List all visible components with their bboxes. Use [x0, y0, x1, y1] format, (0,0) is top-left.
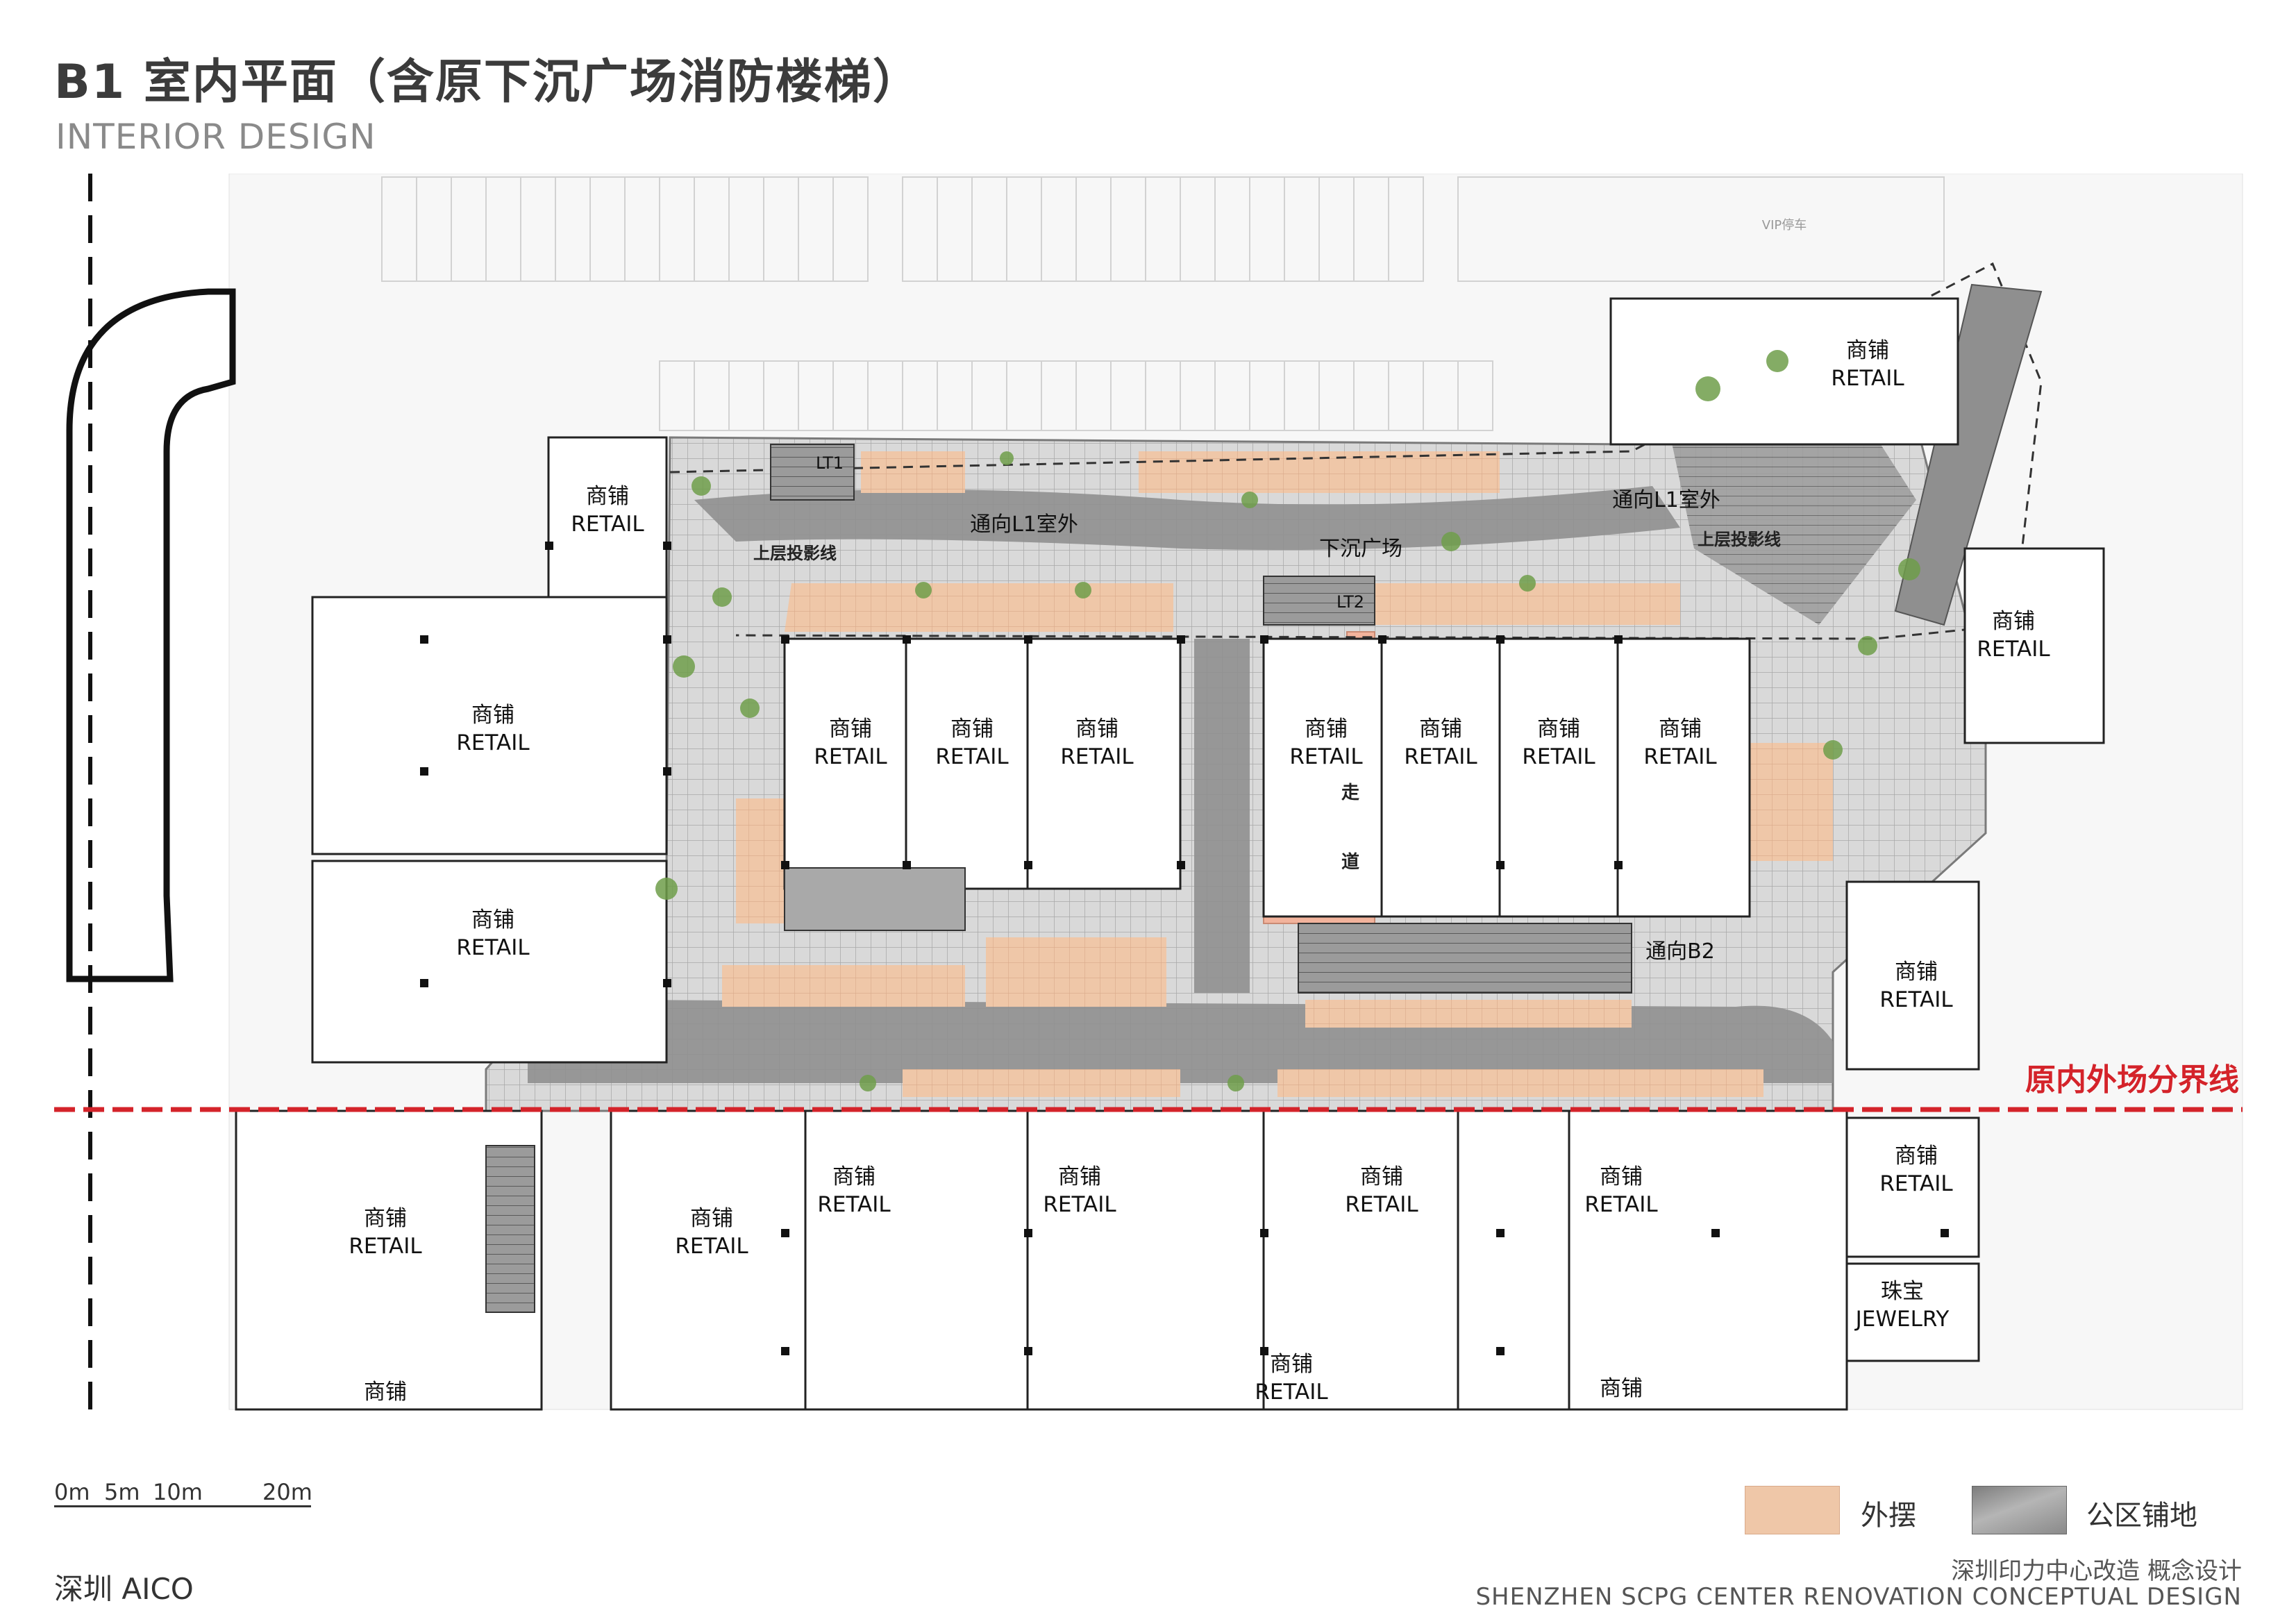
legend-swatch-outdoor-display [1745, 1486, 1840, 1534]
retail-label-cn: 商铺 [586, 484, 629, 509]
retail-label-cn: 商铺 [1270, 1352, 1313, 1377]
scale-label-5: 5m [104, 1479, 140, 1505]
legend-label-public-paving: 公区铺地 [2086, 1500, 2197, 1532]
project-title-en: SHENZHEN SCPG CENTER RENOVATION CONCEPTU… [1475, 1583, 2242, 1611]
outdoor-display-south-4 [1277, 1069, 1763, 1097]
escalator-south [485, 1145, 535, 1313]
retail-label-cn: 商铺 [1075, 717, 1118, 742]
outdoor-display-middle [785, 583, 1173, 632]
escalator-core [1298, 923, 1632, 994]
retail-label-cn: 商铺 [1537, 717, 1580, 742]
retail-label-cn: 商铺 [950, 717, 994, 742]
retail-label-en: RETAIL [1404, 744, 1477, 769]
retail-label-cn: 商铺 [1895, 1144, 1938, 1169]
outdoor-display-middle-2 [1375, 583, 1680, 625]
lt2-label: LT2 [1336, 592, 1364, 612]
retail-label-cn: 商铺 [1600, 1164, 1643, 1189]
retail-label-en: RETAIL [1060, 744, 1134, 769]
outdoor-display-south-3 [903, 1069, 1180, 1097]
retail-label-en: RETAIL [814, 744, 887, 769]
structural-columns [420, 542, 1949, 1355]
retail-label-cn: 商铺 [471, 907, 514, 932]
retail-label-cn: 商铺 [690, 1206, 733, 1231]
to-l1-outdoor-label: 通向L1室外 [970, 512, 1078, 537]
retail-label-en: RETAIL [1977, 637, 2050, 662]
scale-label-0: 0m [54, 1479, 90, 1505]
project-title-cn: 深圳印力中心改造 概念设计 [1951, 1557, 2242, 1585]
retail-label-en: RETAIL [1345, 1192, 1418, 1217]
paving-band-mid [1194, 639, 1250, 993]
jewelry-label-cn: 珠宝 [1881, 1279, 1924, 1304]
retail-label-cn: 商铺 [1846, 338, 1889, 363]
retail-label-cn: 商铺 [1360, 1164, 1403, 1189]
page-subtitle: INTERIOR DESIGN [56, 117, 376, 157]
retail-label-en: RETAIL [1584, 1192, 1658, 1217]
outdoor-display-east [1750, 743, 1833, 861]
boundary-line-label: 原内外场分界线 [2025, 1062, 2239, 1098]
retail-label-en: RETAIL [935, 744, 1009, 769]
retail-label-cn: 商铺 [1992, 609, 2035, 634]
outdoor-display-south-2 [986, 937, 1166, 1007]
retail-label-en: RETAIL [1043, 1192, 1116, 1217]
retail-label-en: RETAIL [1522, 744, 1595, 769]
upper-projection-label: 上层投影线 [753, 544, 837, 563]
retail-label-cn: 商铺 [1895, 960, 1938, 985]
retail-label-en: RETAIL [456, 935, 530, 960]
retail-label-cn: 商铺 [471, 703, 514, 728]
retail-label-en: RETAIL [1255, 1380, 1328, 1405]
retail-label-en: RETAIL [456, 730, 530, 755]
retail-label-en: RETAIL [1831, 366, 1904, 391]
outdoor-display-top-1 [861, 451, 965, 493]
retail-label-cn: 商铺 [364, 1380, 407, 1405]
corridor-label: 道 [1341, 851, 1359, 873]
retail-label-cn: 商铺 [364, 1206, 407, 1231]
legend-swatch-public-paving [1972, 1486, 2067, 1534]
to-l1-outdoor-label: 通向L1室外 [1612, 488, 1720, 512]
retail-label-en: RETAIL [1289, 744, 1363, 769]
retail-label-en: RETAIL [349, 1234, 422, 1259]
retail-label-en: RETAIL [675, 1234, 748, 1259]
retail-label-en: RETAIL [1879, 987, 1953, 1012]
planting [655, 350, 1920, 1091]
firm-name: 深圳 AICO [54, 1572, 194, 1606]
parking-stalls [381, 176, 1945, 431]
retail-label-cn: 商铺 [829, 717, 872, 742]
upper-projection-label: 上层投影线 [1698, 530, 1781, 549]
scale-label-10: 10m [153, 1479, 203, 1505]
floor-plan: 商铺 RETAIL 商铺 RETAIL 商铺 RETAIL 商铺 RETAIL … [54, 174, 2243, 1411]
east-feature-block [1894, 283, 2043, 626]
entry-ramp [66, 288, 236, 982]
retail-blocks [235, 297, 2105, 1411]
lt1-label: LT1 [816, 453, 844, 473]
stair-core-west [784, 867, 966, 931]
retail-label-en: RETAIL [817, 1192, 891, 1217]
retail-label-cn: 商铺 [1600, 1376, 1643, 1401]
retail-label-en: RETAIL [1643, 744, 1717, 769]
scale-bar-line [54, 1505, 311, 1507]
retail-partitions [905, 639, 1619, 1409]
outdoor-display-southeast [1305, 1000, 1632, 1028]
scale-label-20: 20m [262, 1479, 312, 1505]
page-title: B1 室内平面（含原下沉广场消防楼梯） [54, 55, 921, 110]
outdoor-display-south-1 [722, 965, 965, 1007]
stair-core-lt1 [770, 444, 855, 501]
legend-label-outdoor-display: 外摆 [1861, 1500, 1916, 1532]
paving-band-upper [694, 486, 1680, 550]
sunken-plaza-label: 下沉广场 [1319, 537, 1402, 561]
retail-label-cn: 商铺 [832, 1164, 875, 1189]
retail-label-cn: 商铺 [1058, 1164, 1101, 1189]
outdoor-display-top-2 [1139, 451, 1500, 493]
retail-label-cn: 商铺 [1419, 717, 1462, 742]
retail-label-en: RETAIL [1879, 1171, 1953, 1196]
escalator-north [1263, 576, 1375, 626]
jewelry-label-en: JEWELRY [1854, 1307, 1950, 1332]
retail-label-cn: 商铺 [1305, 717, 1348, 742]
retail-label-cn: 商铺 [1659, 717, 1702, 742]
corridor-label: 走 [1341, 782, 1359, 803]
retail-label-en: RETAIL [571, 512, 644, 537]
to-b2-label: 通向B2 [1645, 939, 1715, 964]
vip-parking-label: VIP停车 [1762, 218, 1807, 233]
